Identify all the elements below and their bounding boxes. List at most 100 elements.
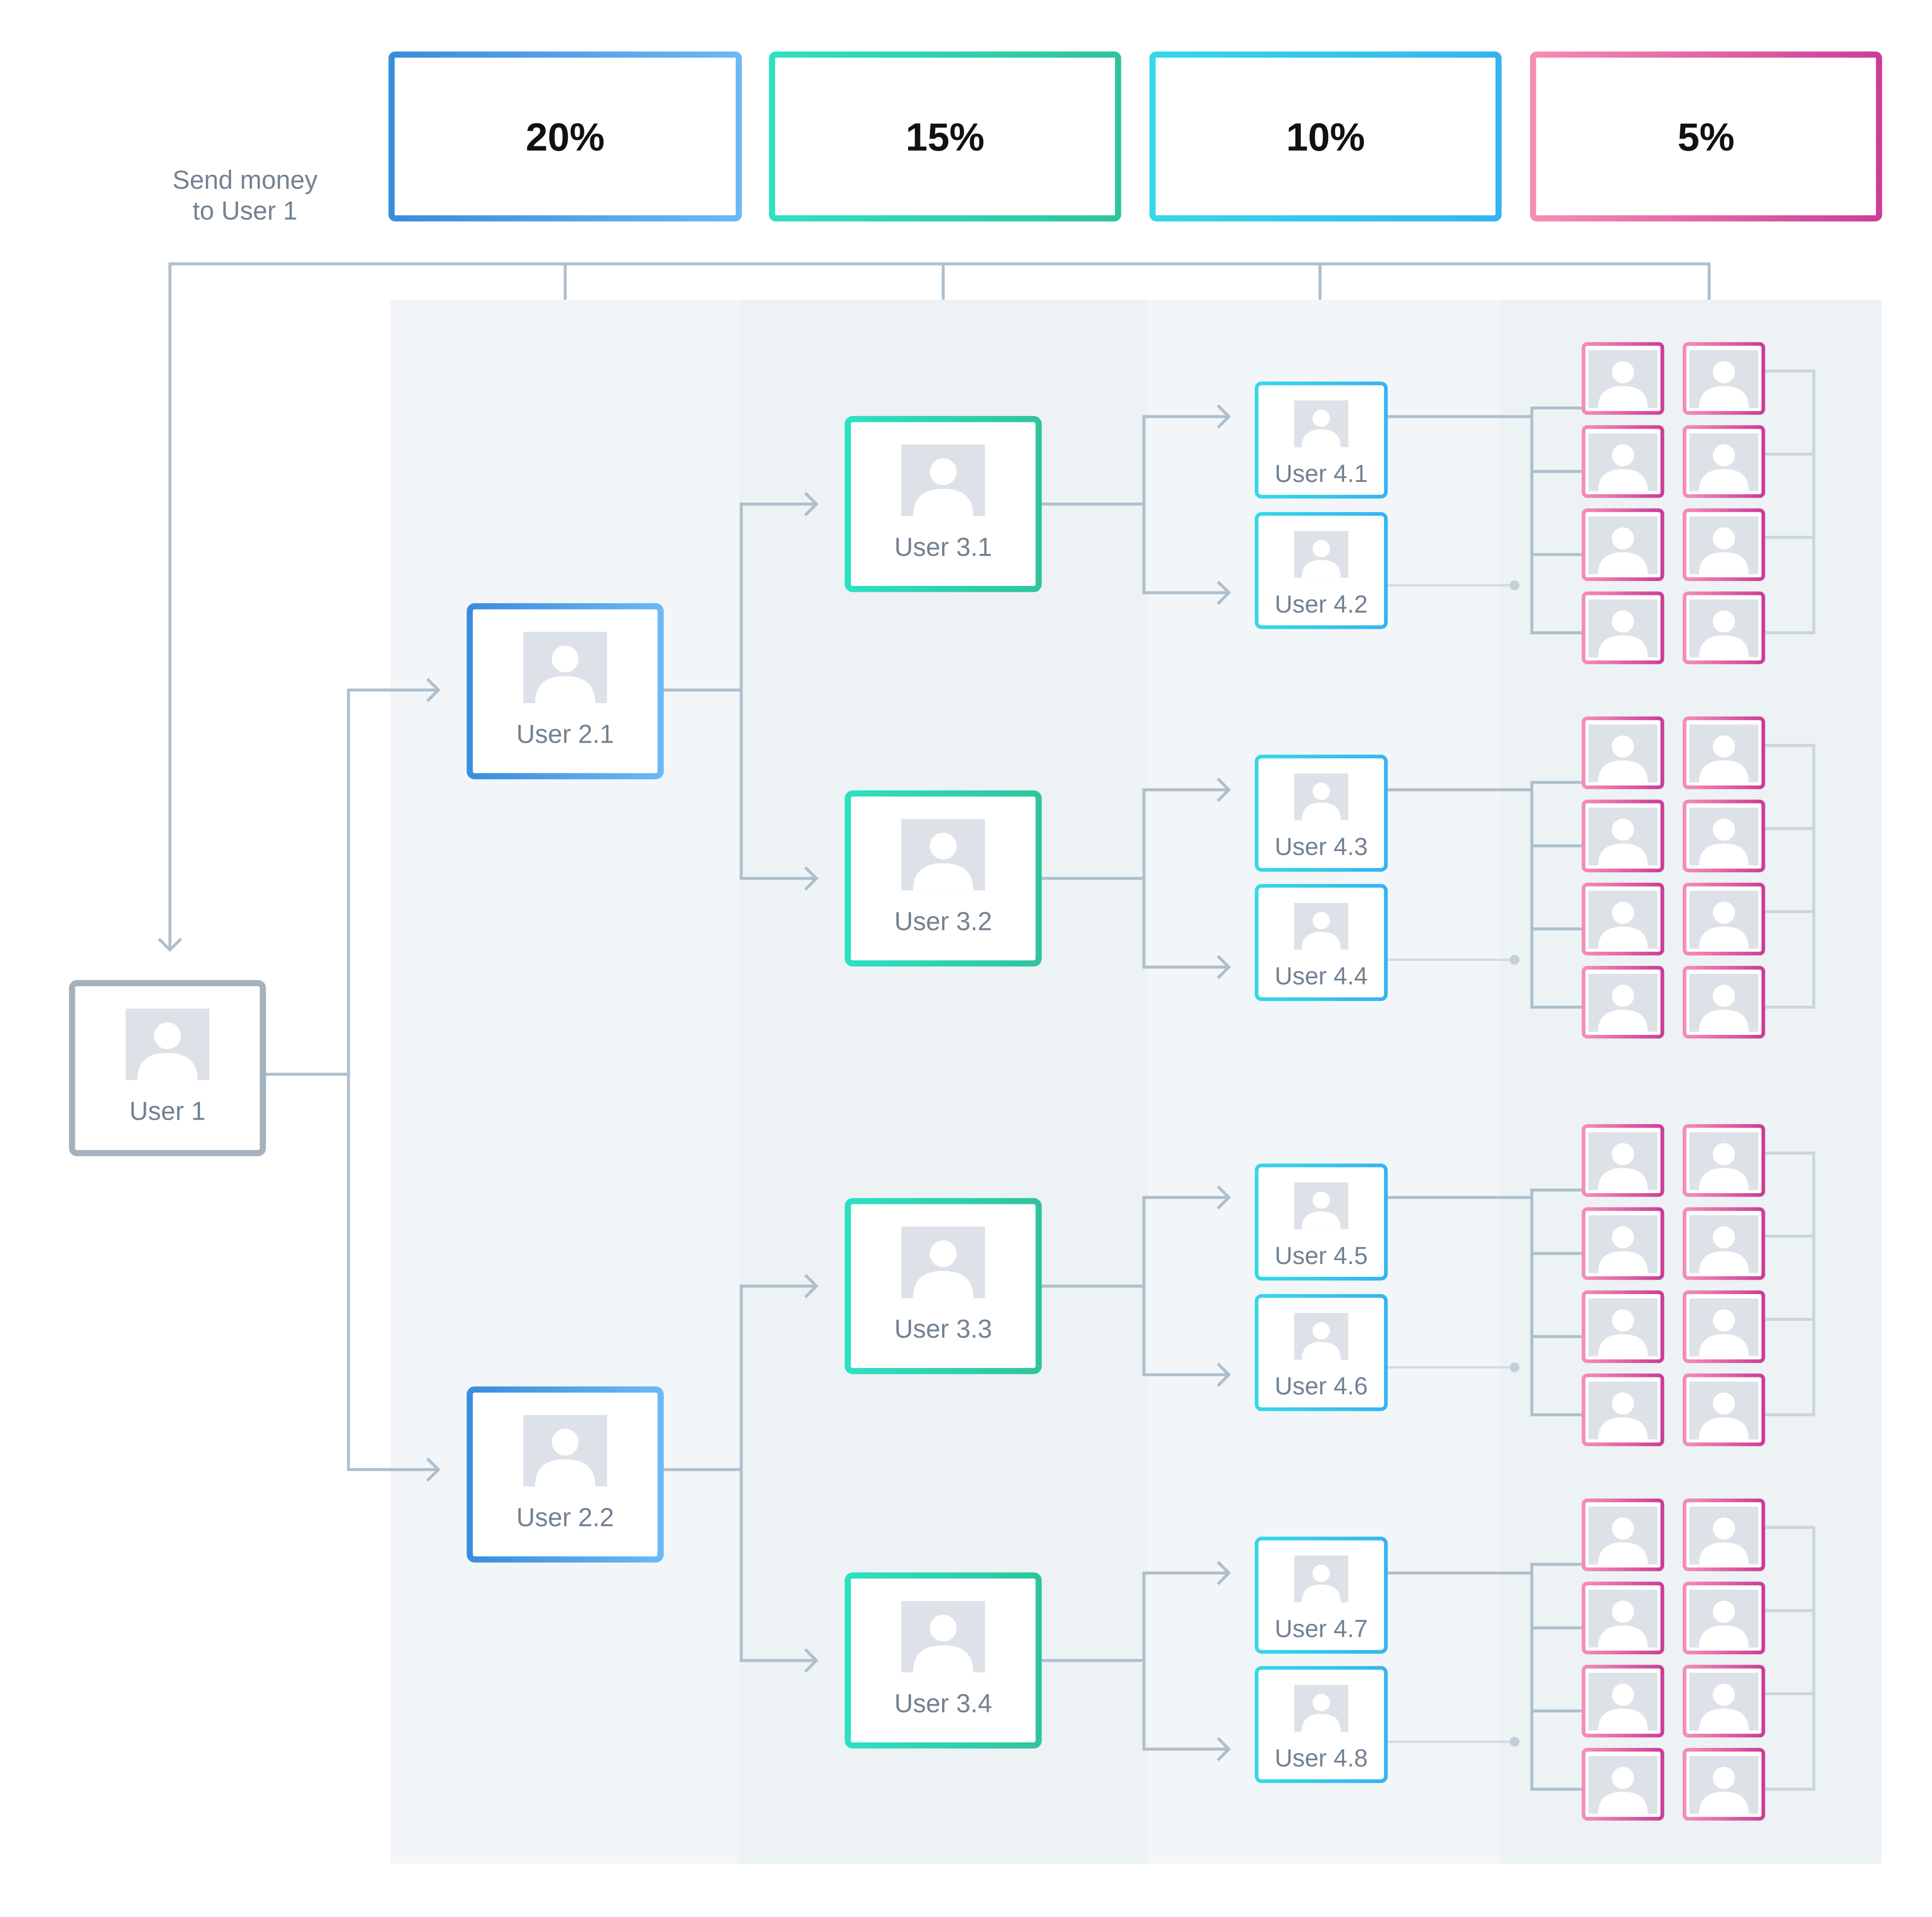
user-node-level3[interactable]: User 3.3 [845,1198,1042,1374]
user-node-level5[interactable] [1682,1124,1765,1197]
percent-label: 15% [906,115,984,159]
user-node-level2[interactable]: User 2.2 [467,1386,664,1563]
user-node-level3[interactable]: User 3.4 [845,1572,1042,1749]
user-node-level5[interactable] [1582,591,1664,664]
avatar-icon [1294,1684,1349,1732]
connector-line [1530,781,1584,1009]
avatar-icon [1689,433,1759,491]
connector-dot-icon [1509,1737,1520,1747]
user-node-level4[interactable]: User 4.5 [1254,1164,1388,1281]
percent-box-level-1 [388,51,742,222]
user-node-level5[interactable] [1582,1747,1664,1821]
avatar-icon [901,1601,985,1673]
user-node-level5[interactable] [1682,965,1765,1039]
user-node-level5[interactable] [1682,1665,1765,1738]
distribution-bus-line [168,262,1711,949]
avatar-icon [1588,1506,1658,1565]
send-money-note: to User 1 [193,197,298,226]
user-node-level5[interactable] [1582,1124,1664,1197]
user-node-level5[interactable] [1582,1290,1664,1363]
user-label: User 3.2 [894,908,992,936]
user-node-level5[interactable] [1582,799,1664,873]
user-node-level5[interactable] [1582,342,1664,415]
user-node-level4[interactable]: User 4.2 [1254,512,1388,629]
arrow-head-icon [1217,955,1231,980]
avatar-icon [1689,516,1759,575]
user-node-level5[interactable] [1582,716,1664,789]
avatar-icon [1588,1381,1658,1439]
user-node-level4[interactable]: User 4.3 [1254,754,1388,872]
user-node-level5[interactable] [1682,342,1765,415]
avatar-icon [1588,1589,1658,1648]
avatar-icon [1689,1589,1759,1648]
user-node-level5[interactable] [1682,799,1765,873]
user-node-root[interactable]: User 1 [68,980,266,1157]
user-node-level5[interactable] [1682,425,1765,498]
user-node-level5[interactable] [1682,1290,1765,1363]
avatar-icon [1588,350,1658,408]
user-node-level5[interactable] [1682,1373,1765,1446]
connector-line [1530,1563,1584,1791]
user-label: User 2.2 [516,1504,614,1532]
user-node-level5[interactable] [1582,1665,1664,1738]
arrow-head-icon [1217,581,1231,605]
percent-label: 20% [526,115,605,159]
user-node-level4[interactable]: User 4.4 [1254,884,1388,1001]
arrow-down-icon [158,937,182,952]
avatar-icon [1588,1673,1658,1731]
connector-line [1763,744,1816,1009]
user-node-level5[interactable] [1582,965,1664,1039]
user-node-level2[interactable]: User 2.1 [467,603,664,780]
arrow-head-icon [1217,1185,1231,1210]
avatar-icon [1588,1215,1658,1273]
avatar-icon [1689,1506,1759,1565]
connector-line [1530,406,1584,635]
user-node-level5[interactable] [1682,883,1765,956]
connector-line [1142,1196,1228,1376]
arrow-head-icon [1217,1737,1231,1761]
user-node-level5[interactable] [1682,1747,1765,1821]
user-node-level5[interactable] [1682,716,1765,789]
avatar-icon [1689,1381,1759,1439]
arrow-head-icon [1217,1363,1231,1387]
user-label: User 3.1 [894,533,992,562]
user-node-level3[interactable]: User 3.2 [845,790,1042,967]
avatar-icon [901,819,985,890]
user-node-level5[interactable] [1582,508,1664,582]
user-node-level5[interactable] [1582,883,1664,956]
avatar-icon [1588,599,1658,657]
user-node-level5[interactable] [1582,1373,1664,1446]
arrow-head-icon [1217,1561,1231,1585]
user-node-level5[interactable] [1582,1207,1664,1280]
avatar-icon [1689,1756,1759,1814]
user-node-level5[interactable] [1682,1498,1765,1572]
connector-line [1142,1572,1228,1751]
user-node-level5[interactable] [1582,1498,1664,1572]
user-node-level4[interactable]: User 4.6 [1254,1294,1388,1411]
user-node-level5[interactable] [1682,591,1765,664]
connector-line [1142,788,1228,969]
user-node-level5[interactable] [1582,425,1664,498]
arrow-head-icon [426,1457,441,1482]
avatar-icon [523,632,608,703]
avatar-icon [1588,516,1658,575]
connector-dot-icon [1509,580,1520,590]
avatar-icon [1588,1756,1658,1814]
user-node-level3[interactable]: User 3.1 [845,416,1042,592]
user-node-level5[interactable] [1582,1581,1664,1654]
user-label: User 4.2 [1275,590,1368,618]
arrow-head-icon [804,492,819,516]
user-node-level4[interactable]: User 4.8 [1254,1666,1388,1783]
user-node-level5[interactable] [1682,508,1765,582]
avatar-icon [1588,807,1658,866]
user-node-level4[interactable]: User 4.1 [1254,381,1388,499]
user-node-level4[interactable]: User 4.7 [1254,1537,1388,1654]
avatar-icon [1689,1132,1759,1190]
user-node-level5[interactable] [1682,1207,1765,1280]
connector-line [1530,1188,1584,1416]
percent-box-level-4 [1530,51,1882,222]
arrow-head-icon [1217,778,1231,802]
user-node-level5[interactable] [1682,1581,1765,1654]
